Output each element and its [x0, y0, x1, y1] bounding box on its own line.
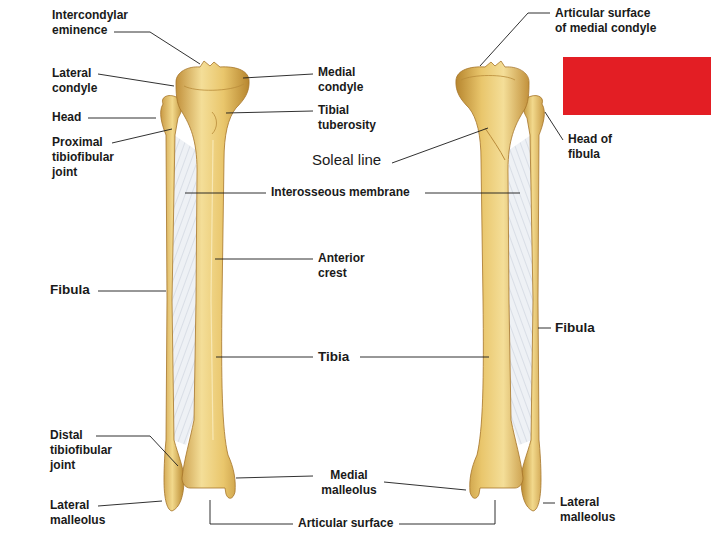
- part-label: Anterior crest: [318, 251, 383, 281]
- interosseous-membrane: [508, 135, 533, 445]
- soleal-ridge: [485, 128, 505, 160]
- part-label: Head of fibula: [568, 132, 623, 162]
- fibula-bone: [521, 96, 544, 511]
- interosseous-membrane: [172, 135, 197, 445]
- part-label: Intercondylar eminence: [52, 8, 152, 38]
- posterior-view: [456, 61, 544, 511]
- leader-line: [399, 500, 495, 524]
- part-label: Medial condyle: [318, 65, 388, 95]
- fibula-bone: [161, 96, 184, 511]
- leader-line: [210, 500, 293, 524]
- anterior-view: [161, 61, 249, 511]
- part-label: Proximal tibiofibular joint: [52, 135, 132, 180]
- leader-line: [98, 74, 174, 86]
- leader-line: [545, 112, 563, 140]
- leader-line: [480, 13, 550, 66]
- part-label: Soleal line: [312, 152, 381, 167]
- leader-line: [243, 74, 313, 78]
- part-label: Distal tibiofibular joint: [50, 428, 130, 473]
- condyle-shading: [184, 84, 244, 90]
- tibia-bone: [456, 61, 529, 498]
- part-label: Tibia: [318, 349, 349, 364]
- part-label: Lateral condyle: [52, 66, 122, 96]
- part-label: Head: [52, 110, 81, 125]
- tibia-bone: [176, 61, 249, 498]
- part-label: Tibial tuberosity: [318, 103, 393, 133]
- crest-highlight: [211, 140, 213, 440]
- part-label: Articular surface of medial condyle: [555, 6, 661, 36]
- part-label: Lateral malleolus: [560, 495, 622, 525]
- leader-line: [538, 328, 551, 329]
- leader-line: [226, 111, 313, 113]
- leader-line: [392, 128, 488, 163]
- leader-line: [236, 476, 313, 478]
- part-label: Medial malleolus: [318, 468, 380, 498]
- leader-line: [216, 357, 313, 358]
- leader-line: [98, 501, 162, 506]
- part-label: Articular surface: [298, 516, 393, 531]
- part-label: Fibula: [50, 282, 90, 297]
- part-label: Fibula: [555, 320, 595, 335]
- tuberosity-shading: [212, 112, 217, 134]
- leader-lines: [88, 13, 563, 524]
- condyle-shading: [461, 76, 515, 81]
- leader-line: [215, 259, 313, 260]
- leader-line: [185, 193, 266, 194]
- redaction-box: [563, 57, 711, 115]
- leader-line: [543, 503, 555, 504]
- part-label: Interosseous membrane: [271, 185, 410, 200]
- leader-line: [114, 32, 200, 64]
- leader-line: [88, 118, 156, 119]
- leader-line: [425, 193, 520, 194]
- part-label: Lateral malleolus: [50, 498, 112, 528]
- leader-line: [384, 482, 466, 490]
- leader-line: [98, 291, 166, 292]
- leader-line: [360, 357, 489, 358]
- leader-line: [112, 129, 172, 143]
